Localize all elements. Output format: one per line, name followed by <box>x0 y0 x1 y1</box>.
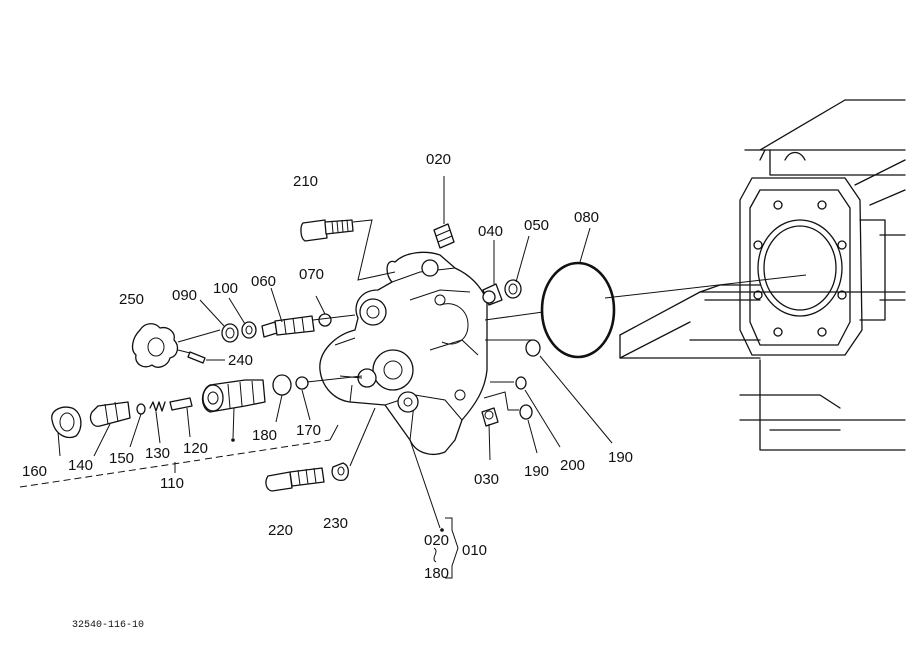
plug-020-top <box>433 223 455 249</box>
o-ring-200 <box>515 376 527 390</box>
label-170: 170 <box>296 422 321 439</box>
o-ring-180-left <box>272 374 292 396</box>
label-210: 210 <box>293 173 318 190</box>
label-070: 070 <box>299 266 324 283</box>
label-020-bottom: 020 <box>424 532 449 549</box>
label-090: 090 <box>172 287 197 304</box>
label-160: 160 <box>22 463 47 480</box>
plug-030 <box>481 407 499 427</box>
label-130: 130 <box>145 445 170 462</box>
valve-body <box>201 379 266 413</box>
o-ring-190-right <box>525 339 541 357</box>
label-150: 150 <box>109 450 134 467</box>
part-labels: 210 020 040 050 080 070 060 100 090 250 … <box>22 151 633 631</box>
label-060: 060 <box>251 273 276 290</box>
leader-lines <box>19 176 807 579</box>
label-220: 220 <box>268 522 293 539</box>
spool-060 <box>261 315 315 338</box>
label-120: 120 <box>183 440 208 457</box>
pin-240 <box>187 351 206 364</box>
label-240: 240 <box>228 352 253 369</box>
label-190-right: 190 <box>608 449 633 466</box>
label-010: 010 <box>462 542 487 559</box>
label-040: 040 <box>478 223 503 240</box>
label-110: 110 <box>160 475 184 492</box>
label-050: 050 <box>524 217 549 234</box>
o-ring-190-left <box>519 404 533 420</box>
valve-140 <box>89 401 131 427</box>
label-230: 230 <box>323 515 348 532</box>
label-250: 250 <box>119 291 144 308</box>
washer-050 <box>504 279 522 299</box>
plunger-120 <box>169 397 193 411</box>
label-100: 100 <box>213 280 238 297</box>
spring-130 <box>149 401 166 412</box>
washer-090 <box>221 323 239 343</box>
label-080: 080 <box>574 209 599 226</box>
label-190-left: 190 <box>524 463 549 480</box>
o-ring-070 <box>318 313 332 327</box>
label-180-bottom: 180 <box>424 565 449 582</box>
label-020-top: 020 <box>426 151 451 168</box>
o-ring-080 <box>540 261 616 359</box>
ring-150 <box>136 403 146 415</box>
fitting-040 <box>482 283 503 306</box>
bolt-220 <box>265 467 325 492</box>
label-140: 140 <box>68 457 93 474</box>
bolt-210 <box>300 219 354 242</box>
pump-housing <box>319 251 488 455</box>
label-180-left: 180 <box>252 427 277 444</box>
washer-100 <box>241 321 257 339</box>
label-030: 030 <box>474 471 499 488</box>
label-200: 200 <box>560 457 585 474</box>
washer-230 <box>331 462 350 481</box>
cap-160 <box>51 406 82 439</box>
knob-250 <box>131 323 179 368</box>
o-ring-170 <box>295 376 309 390</box>
transmission-case <box>619 99 906 451</box>
drawing-code: 32540-116-10 <box>72 620 144 631</box>
